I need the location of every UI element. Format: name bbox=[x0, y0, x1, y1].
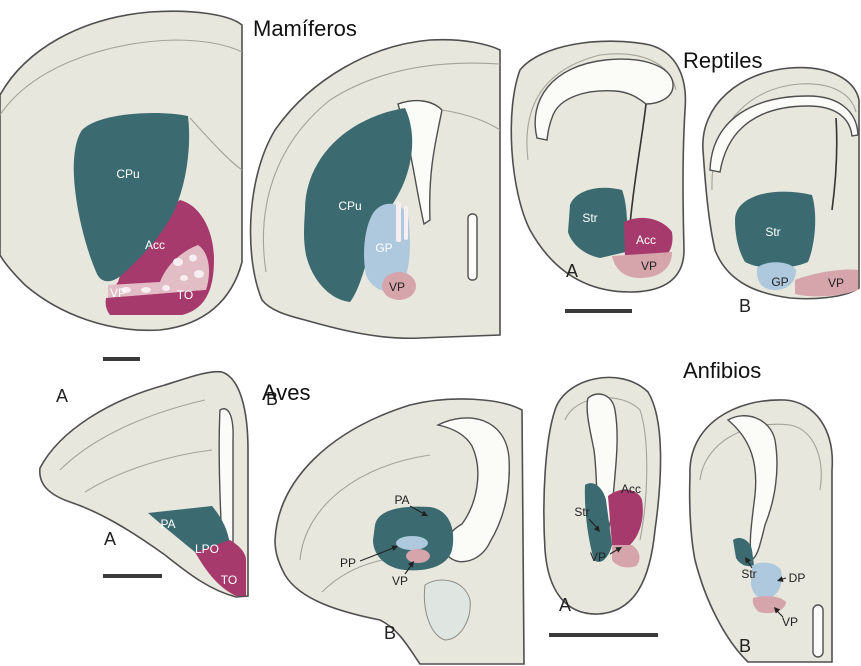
reptiles-title: Reptiles bbox=[683, 48, 762, 73]
amphibians-a-str-label: Str bbox=[574, 505, 589, 519]
birds-section-a: PA LPO TO A bbox=[40, 372, 248, 597]
birds-a-to-label: TO bbox=[221, 573, 237, 587]
mammals-title: Mamíferos bbox=[253, 16, 357, 41]
birds-b-pa-label: PA bbox=[394, 493, 409, 507]
amphibians-a-letter: A bbox=[559, 595, 571, 615]
reptiles-a-letter: A bbox=[566, 261, 578, 281]
amphibians-section-b: Str DP VP B bbox=[690, 400, 833, 662]
mammals-b-capsule-stripe bbox=[404, 206, 408, 240]
mammals-a-islet bbox=[180, 275, 188, 281]
mammals-a-acc-label: Acc bbox=[145, 238, 165, 252]
birds-a-lpo-label: LPO bbox=[195, 542, 219, 556]
mammals-a-islet bbox=[194, 270, 204, 278]
mammals-section-a: CPu Acc VP TO A bbox=[0, 11, 242, 406]
amphibians-b-dp-label: DP bbox=[789, 571, 806, 585]
birds-b-pp-label: PP bbox=[340, 556, 356, 570]
reptiles-section-b: Str GP VP B bbox=[703, 68, 859, 316]
mammals-a-islet bbox=[189, 255, 197, 262]
mammals-a-islet bbox=[162, 285, 170, 291]
amphibians-b-slit bbox=[813, 605, 823, 657]
birds-b-vp-label: VP bbox=[392, 574, 408, 588]
mammals-b-cpu-label: CPu bbox=[338, 199, 361, 213]
amphibians-a-acc-label: Acc bbox=[621, 482, 641, 496]
birds-section-b: PA PP VP B bbox=[275, 399, 524, 664]
reptiles-a-vp-label: VP bbox=[641, 259, 657, 273]
amphibians-b-str-label: Str bbox=[741, 567, 756, 581]
mammals-a-to-label: TO bbox=[177, 288, 193, 302]
reptiles-a-acc-label: Acc bbox=[636, 233, 656, 247]
birds-a-pa-label: PA bbox=[160, 517, 175, 531]
birds-title: Aves bbox=[262, 380, 311, 405]
mammals-a-islet bbox=[173, 258, 183, 266]
amphibians-a-vp-label: VP bbox=[590, 550, 606, 564]
mammals-b-vp-label: VP bbox=[389, 280, 405, 294]
birds-b-vp-region bbox=[406, 549, 430, 563]
reptiles-section-a: Str Acc VP A bbox=[511, 41, 685, 311]
mammals-a-islet bbox=[141, 287, 151, 293]
mammals-a-vp-label: VP bbox=[110, 286, 126, 300]
amphibians-b-vp-label: VP bbox=[782, 615, 798, 629]
reptiles-b-vp-label: VP bbox=[828, 276, 844, 290]
reptiles-b-letter: B bbox=[739, 296, 751, 316]
birds-b-letter: B bbox=[384, 623, 396, 643]
reptiles-b-gp-label: GP bbox=[771, 275, 788, 289]
mammals-b-capsule-stripe bbox=[396, 202, 401, 242]
amphibians-b-letter: B bbox=[739, 636, 751, 656]
mammals-a-cpu-label: CPu bbox=[116, 167, 139, 181]
birds-a-letter: A bbox=[104, 529, 116, 549]
reptiles-b-str-label: Str bbox=[765, 225, 780, 239]
mammals-a-letter: A bbox=[56, 386, 68, 406]
amphibians-section-a: Str Acc VP A bbox=[544, 377, 661, 635]
mammals-b-slit bbox=[468, 214, 477, 280]
reptiles-a-str-label: Str bbox=[582, 211, 597, 225]
birds-b-pp-region bbox=[396, 536, 428, 550]
mammals-b-gp-label: GP bbox=[375, 241, 392, 255]
mammals-section-b: CPu GP VP B bbox=[251, 40, 500, 409]
amphibians-title: Anfibios bbox=[683, 358, 761, 383]
